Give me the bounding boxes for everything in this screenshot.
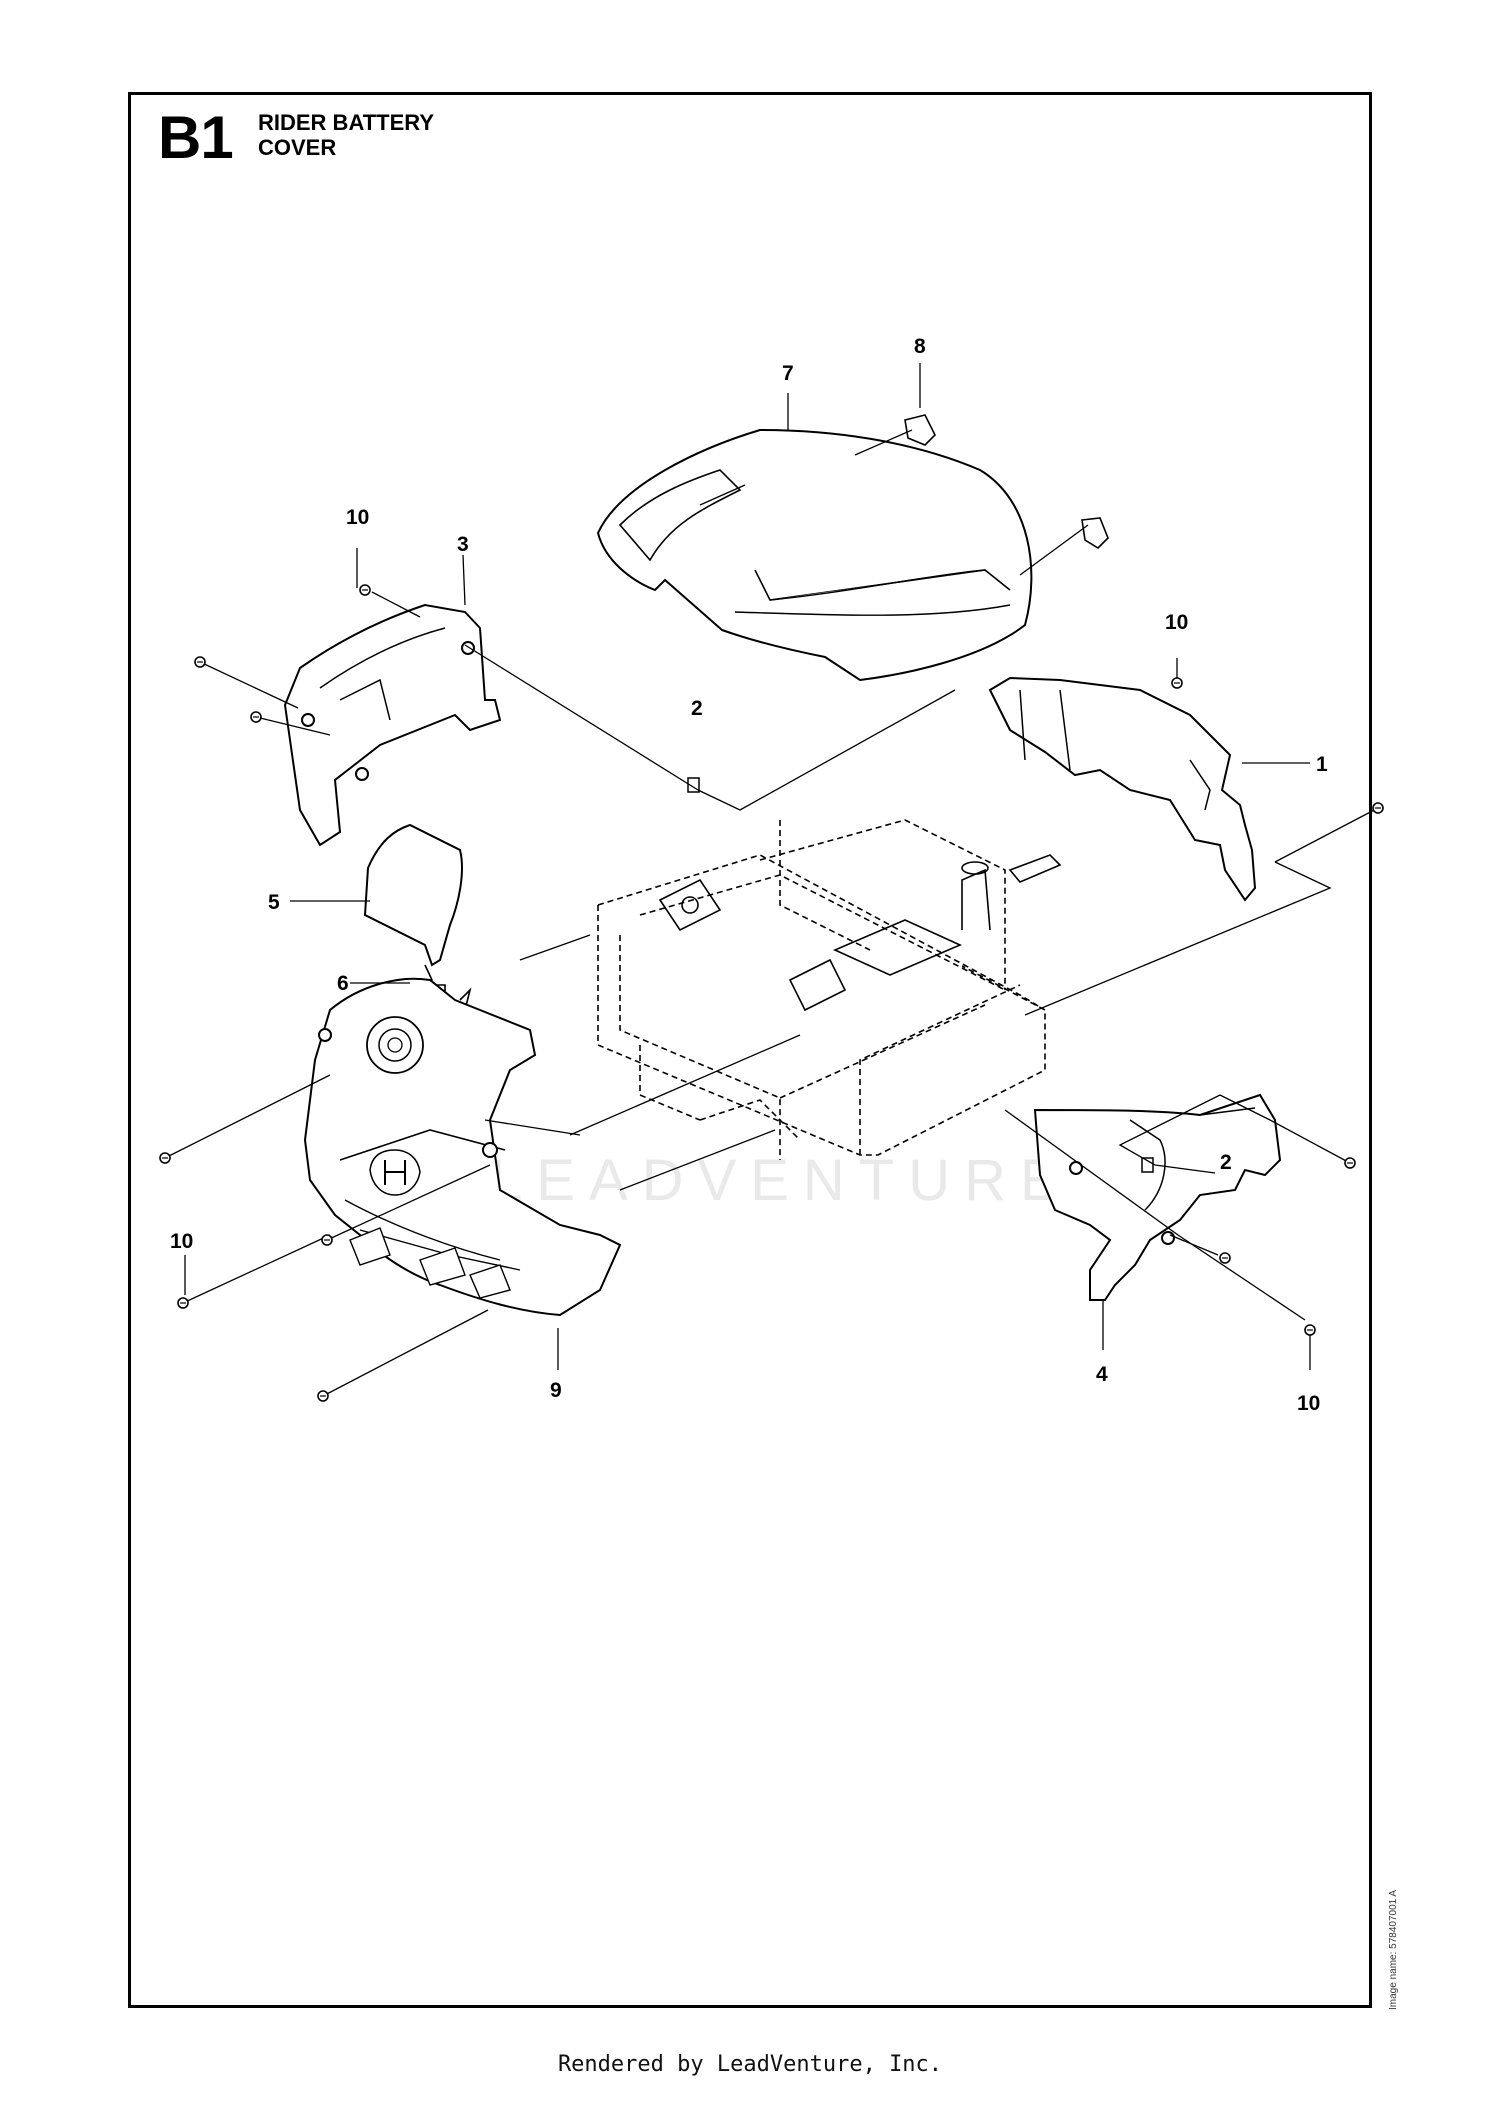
callout-2-lower: 2 [1220, 1151, 1232, 1174]
title-line-1: RIDER BATTERY [258, 110, 434, 135]
part-1-right-side-panel [988, 676, 1257, 902]
callout-9: 9 [550, 1379, 562, 1402]
callout-2-upper: 2 [691, 697, 703, 720]
battery-frame-solid [658, 854, 1062, 1012]
callouts: 1 2 2 3 4 5 6 7 8 9 10 10 10 10 [170, 335, 1328, 1415]
leader-lines [164, 363, 1379, 1397]
screw [359, 584, 371, 596]
section-code: B1 [158, 104, 234, 171]
callout-4: 4 [1096, 1363, 1108, 1386]
screw [1304, 1324, 1316, 1336]
diagram-title: RIDER BATTERY COVER [258, 110, 434, 160]
part-9-front-cover [303, 977, 622, 1317]
screw [194, 656, 206, 668]
callout-10-bottom-left: 10 [170, 1230, 193, 1253]
screw [1219, 1252, 1231, 1264]
watermark: LEADVENTURE [490, 1148, 1073, 1213]
part-3-left-side-panel [283, 603, 502, 847]
callout-8: 8 [914, 335, 926, 358]
diagram-frame [128, 92, 1372, 2008]
part-8-clip [904, 414, 1109, 550]
title-line-2: COVER [258, 135, 337, 160]
callout-6: 6 [337, 972, 349, 995]
screw [177, 1297, 189, 1309]
screw [317, 1390, 329, 1402]
part-5-hold-down [363, 823, 463, 967]
callout-10-bottom-right: 10 [1297, 1392, 1320, 1415]
screw [321, 1234, 333, 1246]
screw [1171, 677, 1183, 689]
callout-5: 5 [268, 891, 280, 914]
part-2-clip [687, 777, 1154, 1173]
screw [1372, 802, 1384, 814]
screw [250, 711, 262, 723]
callout-3: 3 [457, 533, 469, 556]
screw [159, 1152, 171, 1164]
battery-frame [597, 819, 1046, 1160]
callout-10-top-right: 10 [1165, 611, 1188, 634]
callout-1: 1 [1316, 753, 1328, 776]
footer-credit: Rendered by LeadVenture, Inc. [557, 2052, 943, 2077]
image-name-label: Image name: 578407001 A [1388, 1889, 1399, 2010]
screw [1344, 1157, 1356, 1169]
callout-7: 7 [782, 362, 794, 385]
part-7-top-cover [596, 428, 1033, 682]
callout-10-top-left: 10 [346, 506, 369, 529]
